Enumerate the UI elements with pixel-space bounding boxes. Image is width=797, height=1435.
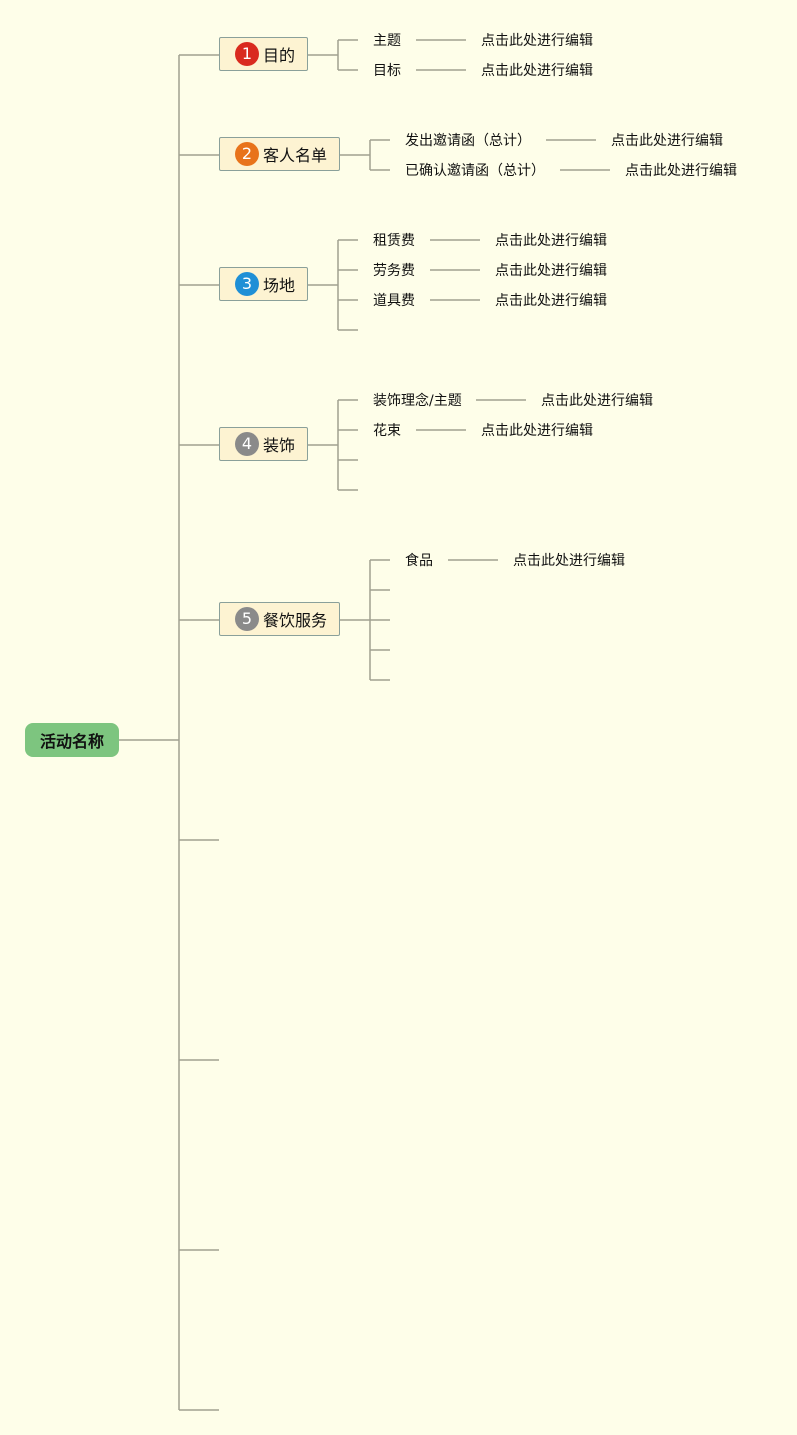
topic-1-2-label[interactable]: 目标 — [373, 63, 401, 79]
topic-5-1-note[interactable]: 点击此处进行编辑 — [513, 553, 625, 569]
topic-1-1-note[interactable]: 点击此处进行编辑 — [481, 33, 593, 49]
branch-1-node[interactable]: 1 目的 — [219, 37, 308, 71]
topic-2-2-note[interactable]: 点击此处进行编辑 — [625, 163, 737, 179]
root-node[interactable]: 活动名称 — [25, 723, 119, 757]
topic-4-1-label[interactable]: 装饰理念/主题 — [373, 393, 462, 409]
branch-2-label: 客人名单 — [263, 146, 328, 165]
branch-2-node[interactable]: 2 客人名单 — [219, 137, 340, 171]
topic-2-1-label[interactable]: 发出邀请函（总计） — [405, 133, 531, 149]
number-5-badge-icon: 5 — [235, 607, 259, 631]
branch-1-label: 目的 — [263, 46, 296, 65]
topic-3-3-label[interactable]: 道具费 — [373, 293, 415, 309]
branch-4-label: 装饰 — [263, 436, 296, 455]
topic-2-2-label[interactable]: 已确认邀请函（总计） — [405, 163, 545, 179]
topic-1-1-label[interactable]: 主题 — [373, 33, 401, 49]
topic-3-2-label[interactable]: 劳务费 — [373, 263, 415, 279]
topic-5-1-label[interactable]: 食品 — [405, 553, 433, 569]
number-4-badge-icon: 4 — [235, 432, 259, 456]
topic-4-2-note[interactable]: 点击此处进行编辑 — [481, 423, 593, 439]
branch-3-label: 场地 — [263, 276, 296, 295]
topic-3-1-label[interactable]: 租赁费 — [373, 233, 415, 249]
topic-3-3-note[interactable]: 点击此处进行编辑 — [495, 293, 607, 309]
branch-3-node[interactable]: 3 场地 — [219, 267, 308, 301]
topic-2-1-note[interactable]: 点击此处进行编辑 — [611, 133, 723, 149]
branch-4-node[interactable]: 4 装饰 — [219, 427, 308, 461]
topic-4-2-label[interactable]: 花束 — [373, 423, 401, 439]
topic-1-2-note[interactable]: 点击此处进行编辑 — [481, 63, 593, 79]
topic-3-1-note[interactable]: 点击此处进行编辑 — [495, 233, 607, 249]
branch-5-node[interactable]: 5 餐饮服务 — [219, 602, 340, 636]
number-3-badge-icon: 3 — [235, 272, 259, 296]
number-1-badge-icon: 1 — [235, 42, 259, 66]
number-2-badge-icon: 2 — [235, 142, 259, 166]
topic-4-1-note[interactable]: 点击此处进行编辑 — [541, 393, 653, 409]
branch-5-label: 餐饮服务 — [263, 611, 328, 630]
topic-3-2-note[interactable]: 点击此处进行编辑 — [495, 263, 607, 279]
